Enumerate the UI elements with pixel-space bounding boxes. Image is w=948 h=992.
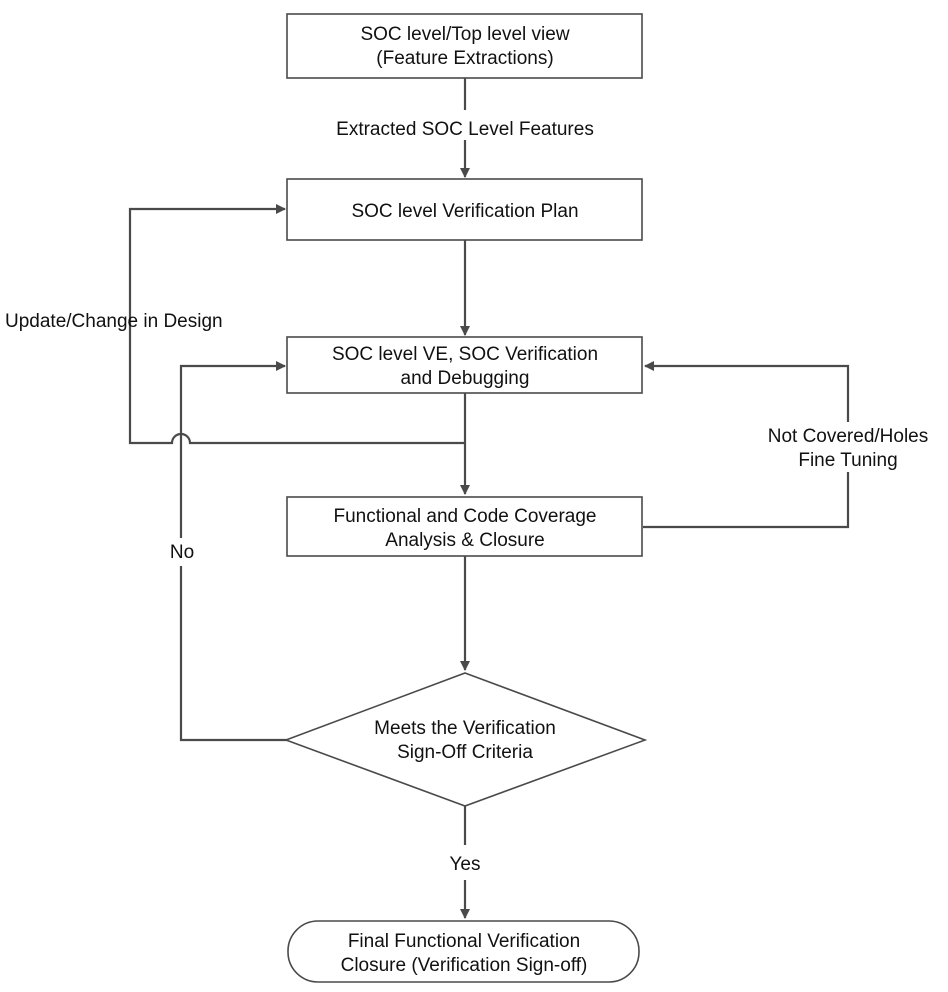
node-coverage-line2: Analysis & Closure	[385, 530, 544, 551]
edge-label-no-bg	[164, 538, 200, 566]
edge-label-no: No	[170, 542, 194, 563]
edge-label-update: Update/Change in Design	[5, 311, 223, 332]
node-soc-view: SOC level/Top level view (Feature Extrac…	[286, 13, 643, 79]
node-soc-view-line2: (Feature Extractions)	[376, 48, 553, 69]
node-final-closure-line2: Closure (Verification Sign-off)	[341, 955, 588, 976]
node-final-closure-line1: Final Functional Verification	[348, 931, 580, 952]
node-ve-debug-line1: SOC level VE, SOC Verification	[332, 344, 598, 365]
edge-update-loop	[128, 204, 465, 445]
node-coverage: Functional and Code Coverage Analysis & …	[286, 496, 643, 557]
node-ve-debug: SOC level VE, SOC Verification and Debug…	[286, 336, 643, 394]
edge-label-yes: Yes	[450, 854, 481, 875]
node-criteria-line2: Sign-Off Criteria	[397, 742, 533, 763]
node-final-closure: Final Functional Verification Closure (V…	[287, 920, 640, 983]
edge-label-not-covered-bg	[752, 422, 944, 472]
node-soc-view-line1: SOC level/Top level view	[360, 24, 569, 45]
node-verification-plan: SOC level Verification Plan	[286, 178, 643, 241]
edge-label-not-covered-1: Not Covered/Holes	[768, 426, 929, 447]
node-criteria-line1: Meets the Verification	[374, 718, 556, 739]
node-coverage-line1: Functional and Code Coverage	[333, 506, 596, 527]
node-criteria-decision: Meets the Verification Sign-Off Criteria	[283, 672, 648, 807]
node-verification-plan-line1: SOC level Verification Plan	[351, 201, 578, 222]
edge-label-extracted: Extracted SOC Level Features	[336, 119, 594, 140]
edge-label-not-covered-2: Fine Tuning	[798, 450, 897, 471]
node-ve-debug-line2: and Debugging	[401, 368, 530, 389]
